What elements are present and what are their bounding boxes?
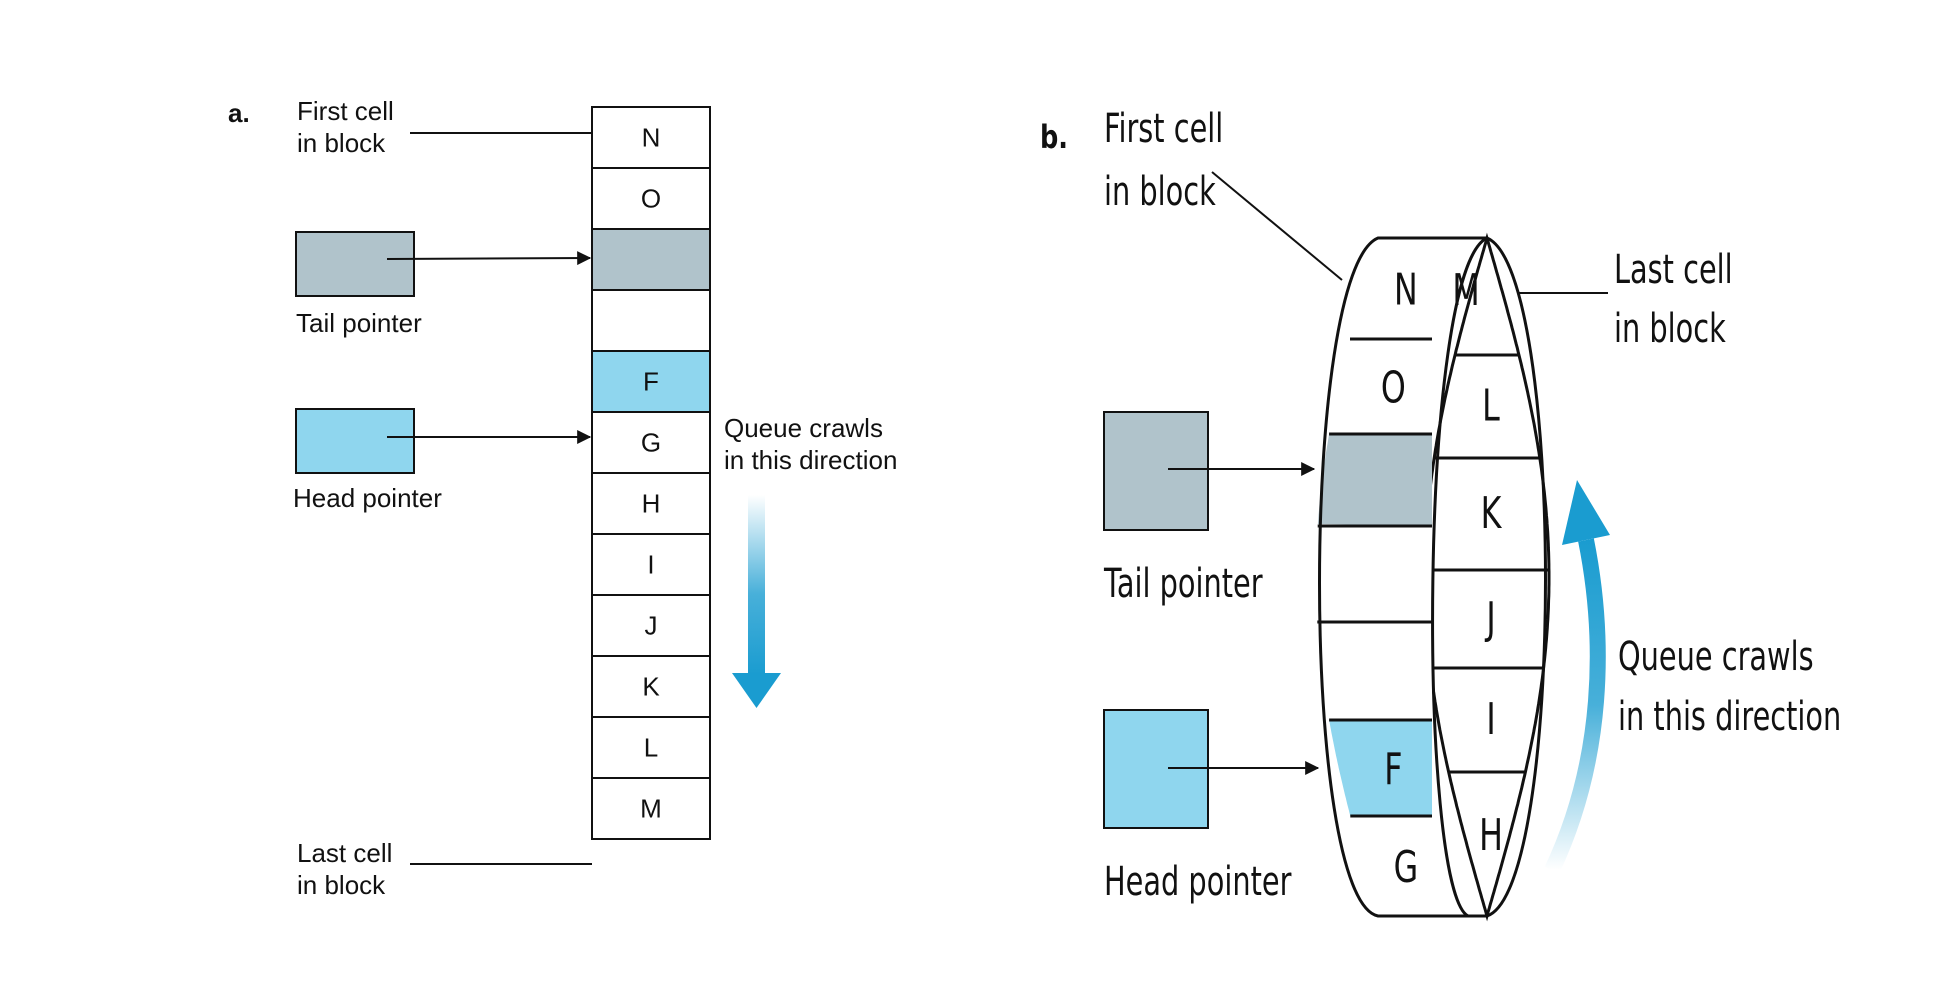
panel-a-cell-letter: M — [640, 794, 662, 824]
panel-a-cell-stack: N O F G H I J K L M — [591, 106, 711, 840]
panel-a-crawl-label-line2: in this direction — [724, 445, 897, 475]
panel-a-head-pointer-label: Head pointer — [293, 483, 442, 513]
panel-a-cell-letter: I — [647, 550, 654, 580]
panel-a-tail-pointer-label: Tail pointer — [296, 308, 422, 338]
panel-a-cell-letter: O — [641, 184, 661, 214]
panel-b-front-cell-fill — [1317, 434, 1432, 526]
panel-a-cell-letter: F — [643, 367, 659, 397]
panel-a-cell — [591, 655, 711, 718]
panel-b-back-cell-letter: J — [1485, 593, 1496, 645]
panel-a-cell — [591, 472, 711, 535]
panel-a-cell-letter: J — [645, 611, 658, 641]
panel-a-cell-letter: L — [644, 733, 658, 763]
panel-b-back-cell-letter: H — [1479, 810, 1503, 862]
panel-b-tail-pointer-label: Tail pointer — [1103, 561, 1263, 607]
panel-b-direction-arrow — [1544, 480, 1610, 874]
panel-b-front-strip: NO FG — [1316, 236, 1488, 918]
panel-a-cell — [591, 289, 711, 352]
panel-b-crawl-label-line1: Queue crawls — [1618, 634, 1814, 680]
panel-a-tail-pointer-arrow — [386, 251, 592, 266]
panel-a-cell-letter: H — [642, 489, 661, 519]
panel-b-head-pointer-label: Head pointer — [1104, 859, 1292, 905]
panel-a-cell — [591, 228, 711, 291]
panel-a-tag: a. — [228, 98, 250, 128]
panel-a-last-cell-label-line2: in block — [297, 870, 386, 900]
panel-b-tag: b. — [1040, 118, 1068, 156]
panel-a-cell-letter: K — [642, 672, 660, 702]
panel-a-cell — [591, 716, 711, 779]
panel-a-first-cell-label-line2: in block — [297, 128, 386, 158]
panel-a-direction-arrow — [732, 495, 781, 708]
panel-b-front-right-edge — [1431, 236, 1488, 918]
panel-a: a. First cell in block N O F G H I J K L M Tail p… — [228, 96, 897, 900]
panel-a-cell-letter: G — [641, 428, 661, 458]
panel-a-crawl-label-line1: Queue crawls — [724, 413, 883, 443]
panel-b-ring-outline — [1318, 236, 1547, 918]
panel-a-cell-letter: N — [642, 123, 661, 153]
panel-a-cell — [591, 777, 711, 840]
panel-b-front-cell-letter: O — [1381, 362, 1406, 414]
panel-a-cell — [591, 594, 711, 657]
panel-a-last-cell-label-line1: Last cell — [297, 838, 392, 868]
panel-b-back-cell-letter: I — [1486, 694, 1495, 746]
panel-b-front-cell-fill — [1329, 720, 1432, 816]
panel-b-last-cell-label-line1: Last cell — [1614, 247, 1733, 293]
panel-b-crawl-label-line2: in this direction — [1618, 694, 1841, 740]
panel-b-back-cell-letter: L — [1482, 380, 1500, 432]
panel-b-first-cell-label-line1: First cell — [1104, 106, 1223, 152]
panel-a-tail-pointer-box — [295, 231, 415, 297]
panel-b-last-cell-label-line2: in block — [1614, 306, 1726, 352]
panel-b-first-cell-label-line2: in block — [1104, 169, 1216, 215]
panel-a-cell — [591, 533, 711, 596]
panel-b-back-cell-letter: K — [1481, 488, 1502, 540]
panel-b-tail-pointer-box — [1103, 411, 1209, 531]
panel-a-head-pointer-box — [295, 408, 415, 474]
panel-b-front-cell-letter: G — [1394, 842, 1419, 894]
panel-b-first-cell-leader — [1211, 171, 1343, 281]
panel-b-front-cell-letter: N — [1394, 264, 1418, 316]
panel-a-cell — [591, 167, 711, 230]
panel-a-first-cell-label-line1: First cell — [297, 96, 394, 126]
panel-b-front-cell-letter: F — [1384, 744, 1402, 796]
